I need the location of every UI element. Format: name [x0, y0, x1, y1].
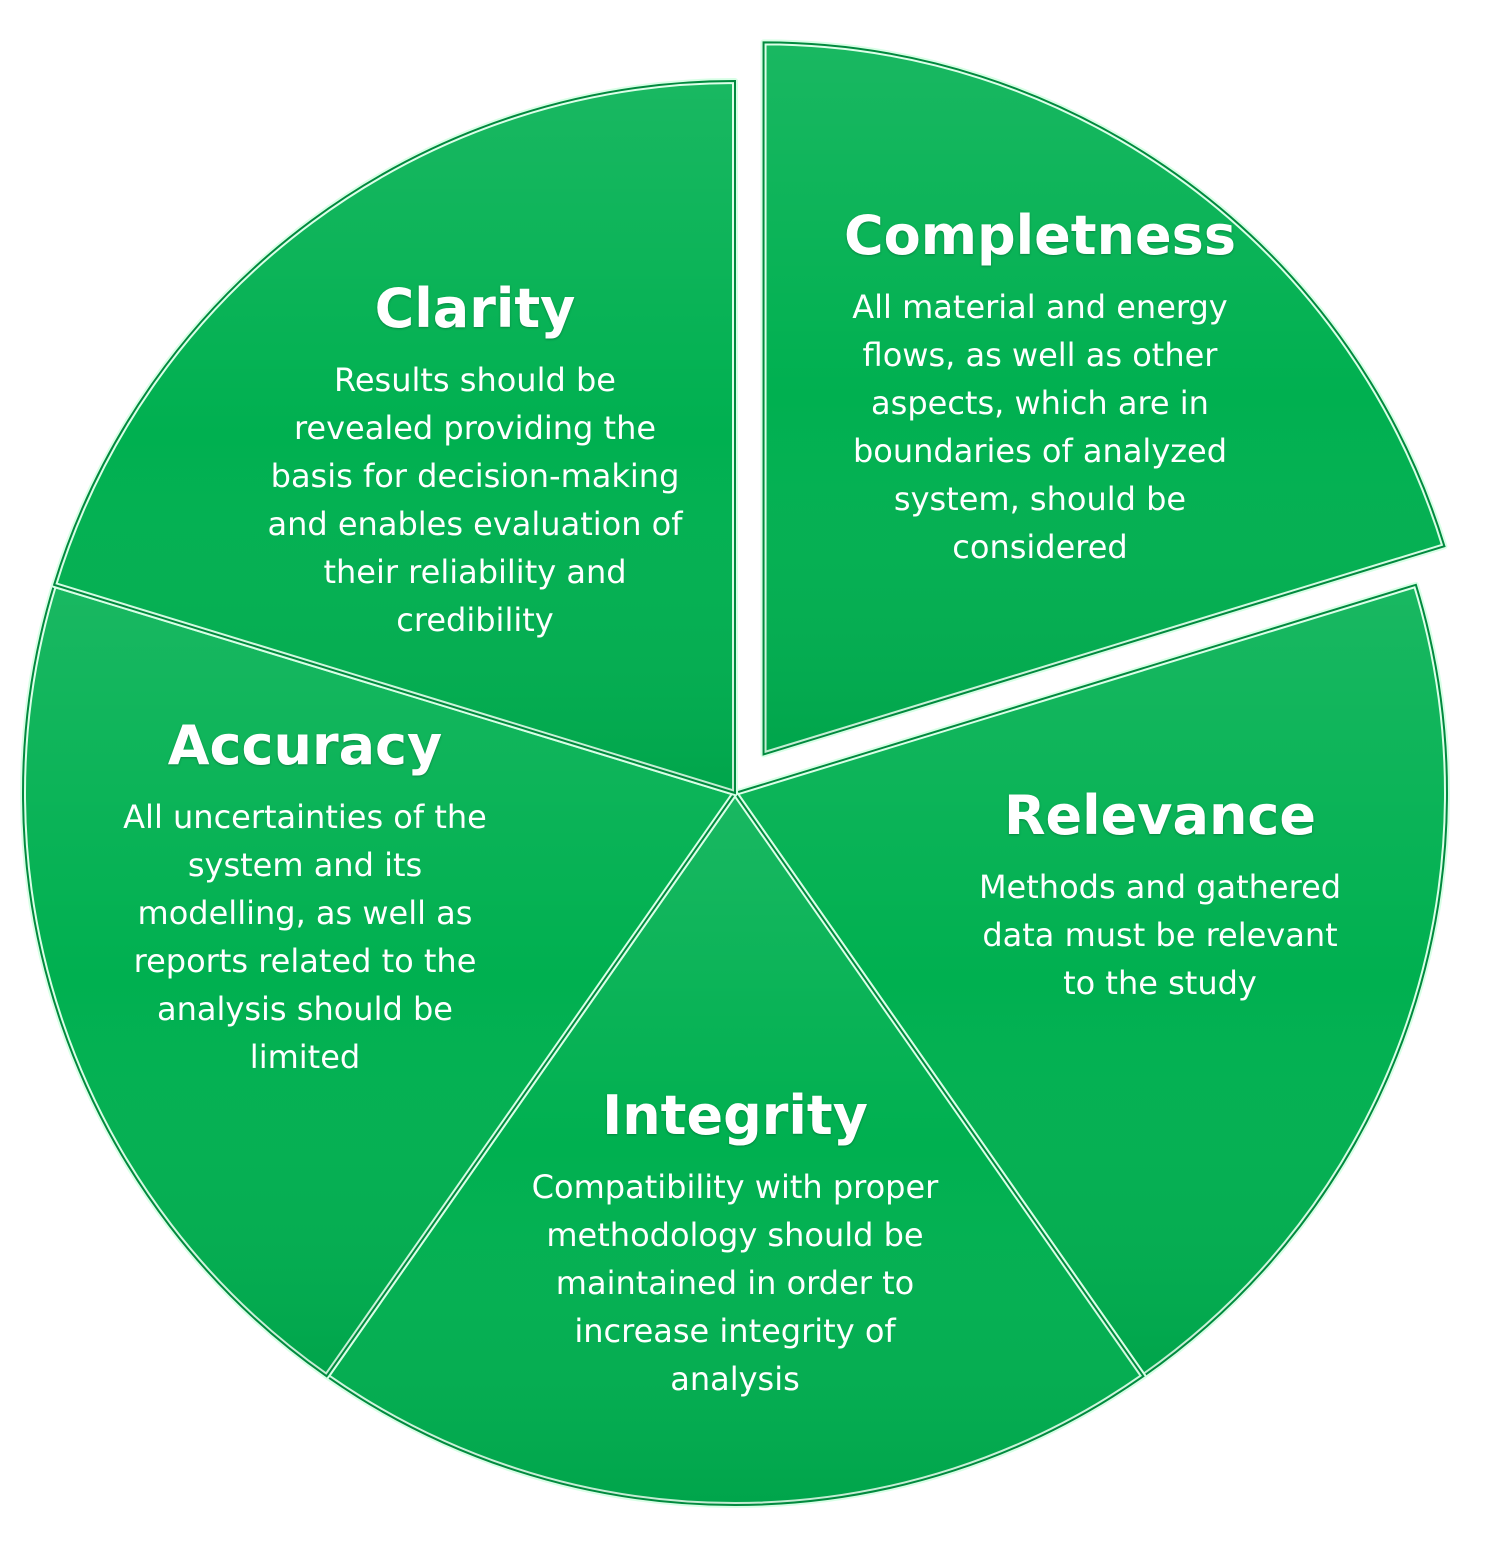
segment-clarity-sheen [52, 79, 736, 795]
segment-integrity-label: Integrity Compatibility with proper meth… [485, 1084, 985, 1403]
segment-clarity-title: Clarity [374, 277, 576, 340]
segment-integrity-title: Integrity [602, 1084, 868, 1147]
segment-integrity-text: Compatibility with proper methodology sh… [531, 1168, 939, 1399]
segment-completness-title: Completness [844, 204, 1236, 267]
segment-accuracy-sheen [22, 583, 737, 1378]
segment-completness-sheen [762, 41, 1446, 756]
segment-accuracy-title: Accuracy [167, 714, 443, 777]
segment-relevance-title: Relevance [1003, 784, 1317, 847]
segment-relevance-label: Relevance Methods and gathered data must… [925, 784, 1395, 1007]
segment-relevance-sheen [733, 583, 1448, 1378]
segment-clarity-text: Results should be revealed providing the… [267, 361, 683, 640]
segment-accuracy-label: Accuracy All uncertainties of the system… [65, 714, 545, 1081]
segment-completness-text: All material and energy flows, as well a… [852, 288, 1228, 567]
segment-relevance-text: Methods and gathered data must be releva… [978, 868, 1342, 1003]
segment-accuracy-text: All uncertainties of the system and its … [123, 798, 487, 1077]
segment-integrity-sheen [325, 791, 1145, 1507]
segment-completness-label: Completness All material and energy flow… [800, 204, 1280, 571]
segment-clarity-label: Clarity Results should be revealed provi… [215, 277, 735, 644]
